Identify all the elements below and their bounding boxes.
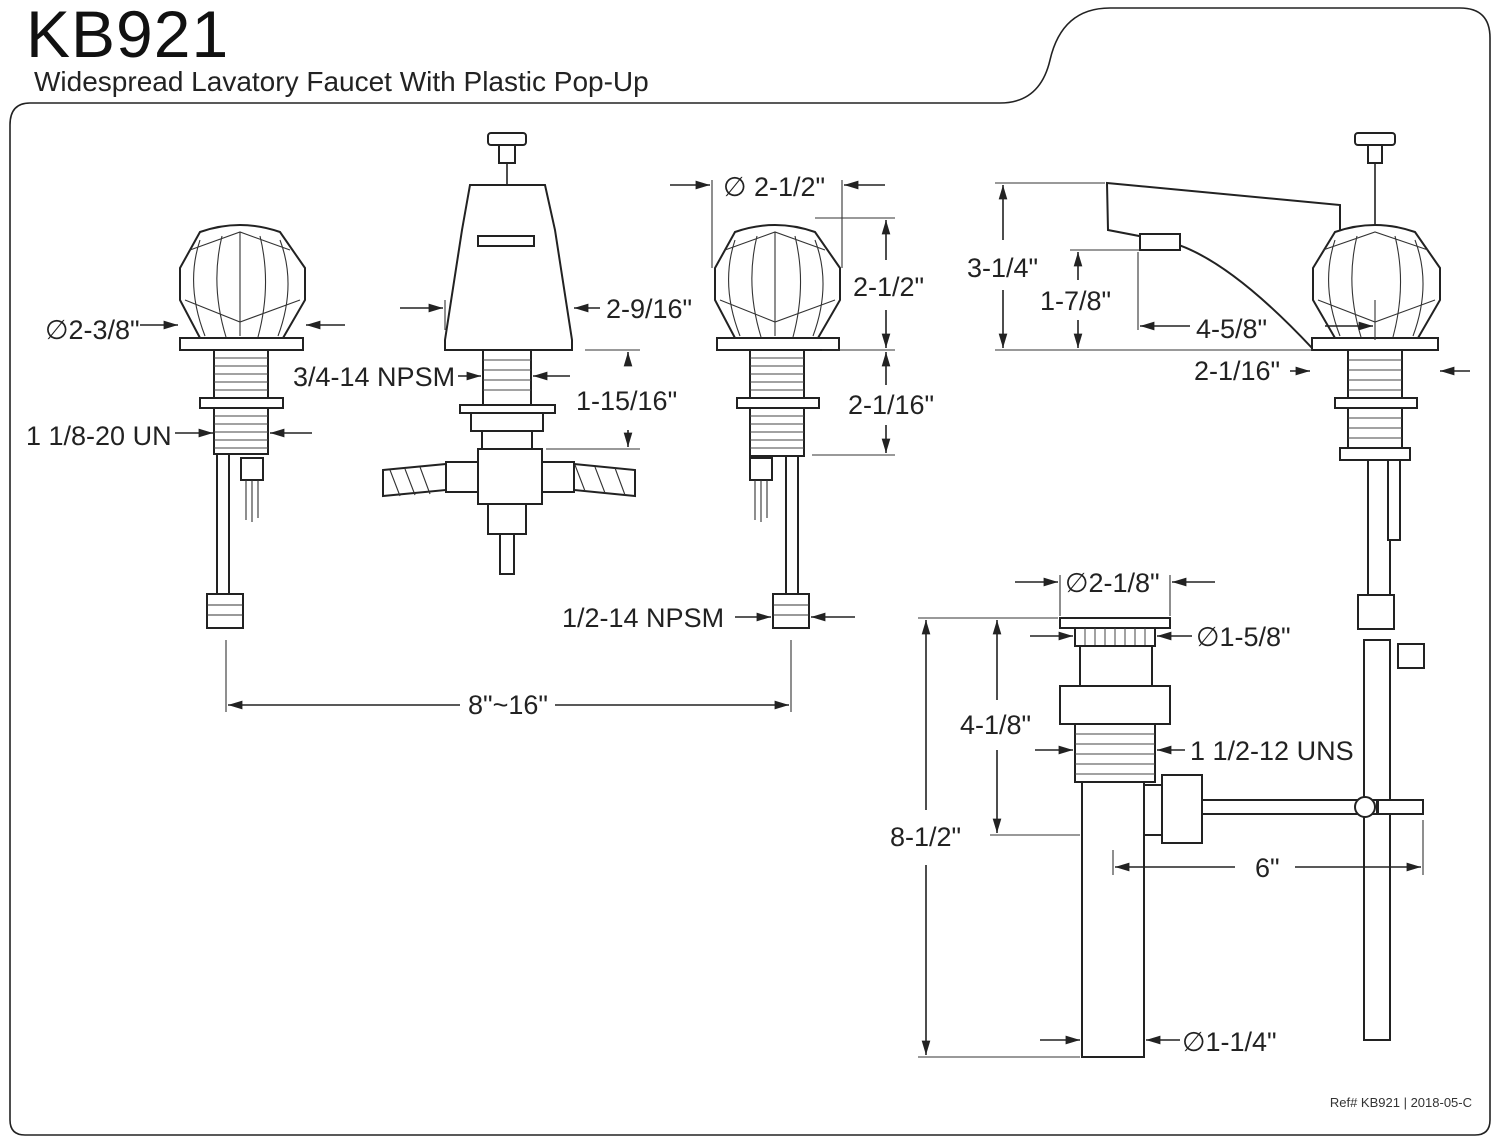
dim-drain-body-length: 4-1/8" [960, 710, 1031, 740]
dim-spout-thread: 3/4-14 NPSM [293, 362, 455, 392]
dim-handle-height: 2-1/2" [853, 272, 924, 302]
dim-drain-stopper-diameter: ∅1-5/8" [1196, 622, 1291, 652]
dim-spout-base-width: 2-9/16" [606, 294, 692, 324]
dim-drain-flange-diameter: ∅2-1/8" [1065, 568, 1160, 598]
product-subtitle: Widespread Lavatory Faucet With Plastic … [34, 66, 649, 97]
dim-spread: 8"~16" [468, 690, 548, 720]
reference-footer: Ref# KB921 | 2018-05-C [1329, 1095, 1472, 1110]
dim-drain-thread: 1 1/2-12 UNS [1190, 736, 1354, 766]
side-view-assembly [1105, 132, 1441, 1041]
dim-spout-shank: 1-15/16" [576, 386, 677, 416]
dim-spout-reach: 4-5/8" [1196, 314, 1267, 344]
spout-front-view [382, 132, 636, 575]
dim-drain-total-length: 8-1/2" [890, 822, 961, 852]
dim-handle-diameter: ∅2-3/8" [45, 315, 140, 345]
model-title: KB921 [26, 0, 230, 71]
drawing-frame [9, 7, 1491, 1136]
dim-handle-top-diameter: ∅ 2-1/2" [723, 172, 825, 202]
dim-handle-shank: 2-1/16" [848, 390, 934, 420]
dim-supply-thread: 1/2-14 NPSM [562, 603, 724, 633]
dim-spout-height: 3-1/4" [967, 253, 1038, 283]
left-handle-assembly [179, 224, 306, 629]
pop-up-drain-assembly [1059, 617, 1424, 1058]
dim-handle-thread: 1 1/8-20 UN [26, 421, 172, 451]
dimension-lines [140, 180, 1470, 1058]
dim-pivot-rod: 6" [1255, 853, 1280, 883]
dim-tailpiece-diameter: ∅1-1/4" [1182, 1027, 1277, 1057]
right-handle-assembly [714, 224, 841, 629]
dim-side-base-width: 2-1/16" [1194, 356, 1280, 386]
dim-spout-outlet-height: 1-7/8" [1040, 286, 1111, 316]
